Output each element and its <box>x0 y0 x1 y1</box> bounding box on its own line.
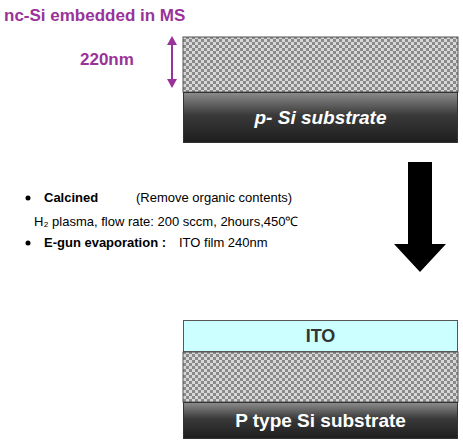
process-step: E-gun evaporation : <box>44 235 166 250</box>
bullet <box>26 196 31 246</box>
substrate-box: p- Si substrate <box>183 92 458 143</box>
layer-label: p- Si substrate <box>255 107 387 129</box>
ito-layer: ITO <box>183 320 458 352</box>
nc-si-layer <box>183 352 458 402</box>
layer-label: ITO <box>306 326 336 347</box>
substrate-box: P type Si substrate <box>183 402 458 439</box>
process-note: ITO film 240nm <box>179 235 268 250</box>
nc-si-layer <box>183 37 458 92</box>
thickness-arrow <box>167 36 177 88</box>
dimension: 220nm <box>80 50 134 70</box>
layer-title: nc-Si embedded in MS <box>4 6 185 26</box>
process-note: (Remove organic contents) <box>136 190 292 205</box>
process-step: Calcined <box>44 190 98 205</box>
process-arrow <box>394 162 446 272</box>
process-note: H₂ plasma, flow rate: 200 sccm, 2hours,4… <box>34 212 298 230</box>
layer-label: P type Si substrate <box>235 410 406 432</box>
